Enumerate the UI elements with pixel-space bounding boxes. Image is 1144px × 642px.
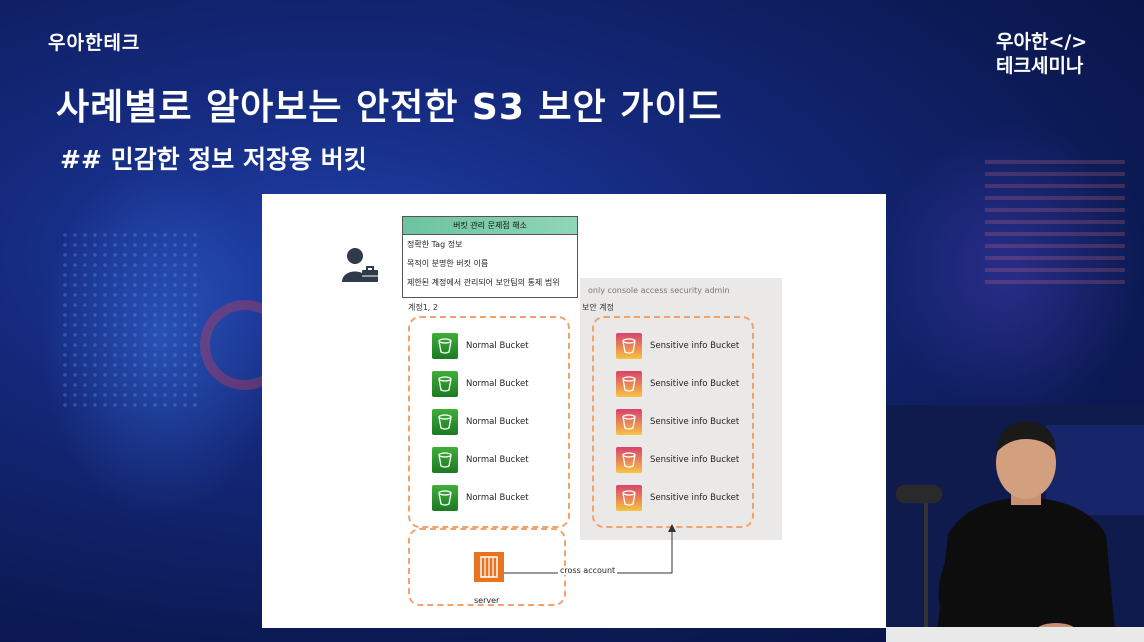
normal-bucket: Normal Bucket bbox=[432, 408, 529, 436]
cross-account-arrow bbox=[504, 524, 676, 574]
normal-bucket: Normal Bucket bbox=[432, 332, 529, 360]
bucket-icon bbox=[432, 485, 458, 511]
slide-title: 사례별로 알아보는 안전한 S3 보안 가이드 bbox=[56, 87, 723, 128]
issue-box-header: 버킷 관리 문제점 해소 bbox=[403, 217, 577, 235]
presenter-video bbox=[886, 405, 1144, 642]
cross-account-label: cross account bbox=[558, 566, 618, 575]
accounts-label: 계정1, 2 bbox=[408, 303, 438, 312]
normal-bucket-label: Normal Bucket bbox=[466, 455, 529, 465]
bucket-icon bbox=[616, 371, 642, 397]
sensitive-bucket: Sensitive info Bucket bbox=[616, 446, 739, 474]
normal-bucket: Normal Bucket bbox=[432, 484, 529, 512]
security-area-top-label: only console access security admin bbox=[588, 286, 730, 295]
normal-bucket-label: Normal Bucket bbox=[466, 417, 529, 427]
background-dot-grid bbox=[60, 230, 200, 410]
bucket-icon bbox=[616, 409, 642, 435]
brand-logo-right-line2: 테크세미나 bbox=[996, 55, 1084, 77]
issue-box-row: 제한된 계정에서 관리되어 보안팀의 통제 범위 bbox=[407, 278, 560, 287]
sensitive-bucket: Sensitive info Bucket bbox=[616, 370, 739, 398]
brand-logo-right: 우아한</> 테크세미나 bbox=[996, 30, 1087, 78]
bucket-icon bbox=[432, 409, 458, 435]
bucket-icon bbox=[432, 371, 458, 397]
architecture-diagram: 버킷 관리 문제점 해소 정확한 Tag 정보 목적이 분명한 버킷 이름 제한… bbox=[262, 194, 886, 628]
sensitive-bucket: Sensitive info Bucket bbox=[616, 332, 739, 360]
issue-box-row: 목적이 분명한 버킷 이름 bbox=[407, 259, 489, 268]
bucket-icon bbox=[616, 447, 642, 473]
normal-bucket: Normal Bucket bbox=[432, 446, 529, 474]
bucket-icon bbox=[616, 485, 642, 511]
slide-subtitle: ## 민감한 정보 저장용 버킷 bbox=[60, 145, 367, 174]
bucket-icon bbox=[616, 333, 642, 359]
normal-bucket-label: Normal Bucket bbox=[466, 341, 529, 351]
sensitive-bucket-label: Sensitive info Bucket bbox=[650, 341, 740, 351]
brand-logo-left: 우아한테크 bbox=[48, 32, 141, 54]
user-admin-icon bbox=[342, 248, 378, 282]
sensitive-bucket-label: Sensitive info Bucket bbox=[650, 417, 740, 427]
sensitive-bucket: Sensitive info Bucket bbox=[616, 484, 739, 512]
normal-bucket-label: Normal Bucket bbox=[466, 493, 529, 503]
background-glow bbox=[880, 120, 1140, 420]
normal-bucket: Normal Bucket bbox=[432, 370, 529, 398]
server-label: server bbox=[474, 596, 500, 605]
sensitive-bucket-label: Sensitive info Bucket bbox=[650, 455, 740, 465]
bucket-icon bbox=[432, 447, 458, 473]
sensitive-bucket-label: Sensitive info Bucket bbox=[650, 493, 740, 503]
security-account-label: 보안 계정 bbox=[582, 303, 614, 312]
normal-bucket-label: Normal Bucket bbox=[466, 379, 529, 389]
issue-box-row: 정확한 Tag 정보 bbox=[407, 240, 463, 249]
brand-logo-right-line1: 우아한</> bbox=[996, 31, 1088, 53]
normal-bucket-group bbox=[408, 316, 570, 528]
bucket-icon bbox=[432, 333, 458, 359]
bucket-issue-box: 버킷 관리 문제점 해소 정확한 Tag 정보 목적이 분명한 버킷 이름 제한… bbox=[402, 216, 578, 298]
sensitive-bucket-label: Sensitive info Bucket bbox=[650, 379, 740, 389]
server-icon bbox=[474, 552, 504, 582]
background-code-lines bbox=[985, 160, 1125, 290]
sensitive-bucket: Sensitive info Bucket bbox=[616, 408, 739, 436]
